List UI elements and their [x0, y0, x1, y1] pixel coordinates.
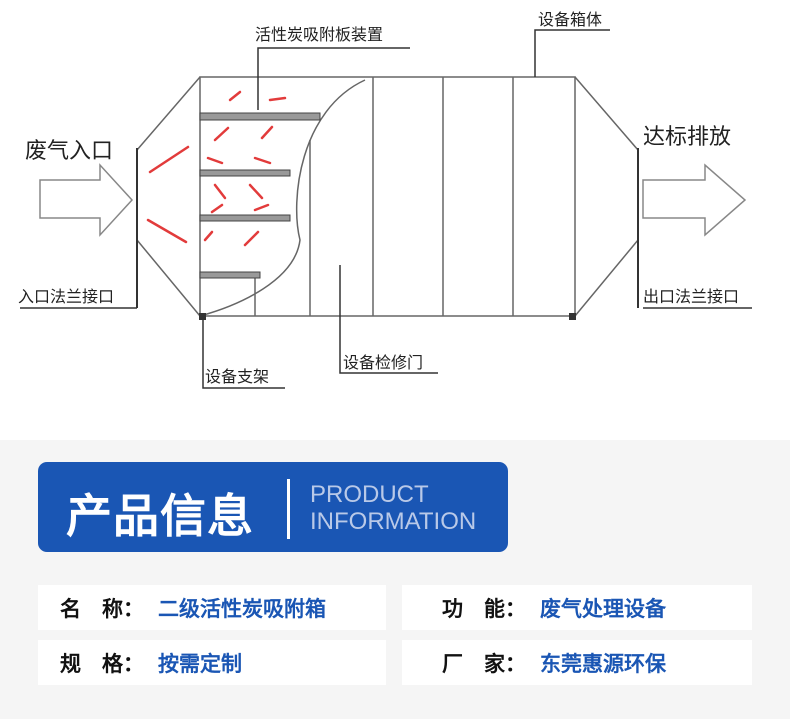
- info-name: 名 称： 二级活性炭吸附箱: [38, 585, 386, 630]
- housing-body: [199, 76, 576, 317]
- label-access-door: 设备检修门: [343, 353, 423, 372]
- info-key: 功 能：: [442, 596, 526, 621]
- inlet-arrow: [39, 163, 134, 237]
- activated-carbon-box-diagram: 活性炭吸附板装置 设备箱体 废气入口 达标排放 入口法兰接口 出口法兰接口 设备…: [18, 10, 752, 389]
- info-value: 按需定制: [158, 651, 242, 676]
- label-outlet: 达标排放: [643, 125, 731, 150]
- inlet-cone-top: [136, 76, 201, 151]
- label-support: 设备支架: [205, 367, 269, 386]
- label-inlet: 废气入口: [25, 139, 113, 164]
- info-manufacturer: 厂 家： 东莞惠源环保: [402, 640, 752, 685]
- outlet-arrow: [642, 163, 747, 237]
- banner-subtitle: PRODUCT INFORMATION: [310, 481, 476, 535]
- info-value: 东莞惠源环保: [540, 651, 666, 676]
- info-key: 规 格：: [60, 651, 144, 676]
- banner-divider: [287, 479, 290, 539]
- info-value: 废气处理设备: [540, 596, 666, 621]
- label-adsorption-plate: 活性炭吸附板装置: [255, 25, 383, 44]
- info-function: 功 能： 废气处理设备: [402, 585, 752, 630]
- label-inlet-flange: 入口法兰接口: [18, 287, 114, 306]
- banner-en-line1: PRODUCT: [310, 481, 429, 508]
- outlet-cone-top: [574, 76, 639, 151]
- banner-title: 产品信息: [66, 489, 254, 543]
- banner-en-line2: INFORMATION: [310, 508, 477, 535]
- info-value: 二级活性炭吸附箱: [158, 596, 326, 621]
- airflow-arrows: [146, 90, 287, 247]
- product-info-banner: 产品信息 PRODUCT INFORMATION: [38, 462, 508, 552]
- label-housing: 设备箱体: [538, 10, 602, 29]
- outlet-cone-bottom: [574, 239, 639, 317]
- info-key: 名 称：: [60, 596, 144, 621]
- info-key: 厂 家：: [442, 651, 526, 676]
- carbon-plates: [199, 112, 321, 279]
- label-outlet-flange: 出口法兰接口: [643, 287, 739, 306]
- cutaway-edge: [199, 79, 366, 317]
- info-spec: 规 格： 按需定制: [38, 640, 386, 685]
- inlet-cone-bottom: [136, 239, 201, 317]
